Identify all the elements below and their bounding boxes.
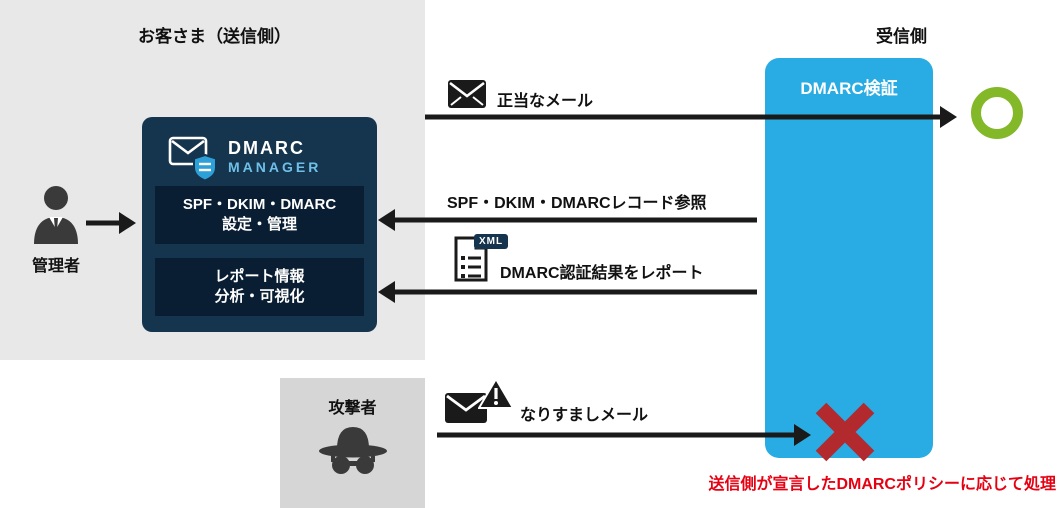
record-reference-arrow [378,208,757,232]
attacker-label: 攻撃者 [328,400,377,417]
logo-dmarc-text: DMARC [228,137,305,158]
legit-mail-label: 正当なメール [497,93,594,110]
administrator-person-icon [34,186,78,244]
spoof-mail-label: なりすましメール [520,407,649,424]
dmarc-verification-title: DMARC検証 [800,79,898,98]
dmarc-verification-box: DMARC検証 [765,58,933,458]
administrator-label: 管理者 [31,258,80,275]
xml-badge: XML [474,234,509,249]
record-reference-label: SPF・DKIM・DMARCレコード参照 [447,195,707,212]
logo-manager-text: MANAGER [228,158,322,175]
spy-hat-glasses-icon [318,427,387,474]
xml-report-document-icon: XML [452,234,516,286]
dmarc-manager-logo: DMARC MANAGER [168,133,321,181]
logo-text: DMARC MANAGER [228,137,322,176]
pass-circle-icon [971,87,1023,139]
envelope-shield-logo-icon [168,136,217,181]
spoof-mail-arrow [437,423,811,447]
report-label: DMARC認証結果をレポート [500,265,704,282]
sender-header: お客さま（送信側） [138,27,291,46]
admin-to-manager-arrow [86,211,136,235]
receiver-header: 受信側 [876,27,927,46]
report-arrow [378,280,757,304]
legit-mail-arrow [425,105,957,129]
dmarc-policy-footnote: 送信側が宣言したDMARCポリシーに応じて処理 [708,476,1056,493]
legit-mail-envelope-icon [448,80,486,108]
report-analysis-box: レポート情報 分析・可視化 [155,258,364,316]
warning-triangle-icon [478,378,514,409]
spf-dkim-dmarc-settings-box: SPF・DKIM・DMARC 設定・管理 [155,186,364,244]
attacker-panel: 攻撃者 [280,378,425,508]
settings-box-line2: 設定・管理 [221,216,297,233]
dmarc-manager-box: DMARC MANAGER SPF・DKIM・DMARC 設定・管理 レポート情… [142,117,377,332]
spoof-mail-warning-icon [444,378,516,428]
fail-x-icon [815,402,875,462]
settings-box-line1: SPF・DKIM・DMARC [182,195,337,213]
report-box-line1: レポート情報 [214,267,305,285]
report-box-line2: 分析・可視化 [214,288,305,305]
